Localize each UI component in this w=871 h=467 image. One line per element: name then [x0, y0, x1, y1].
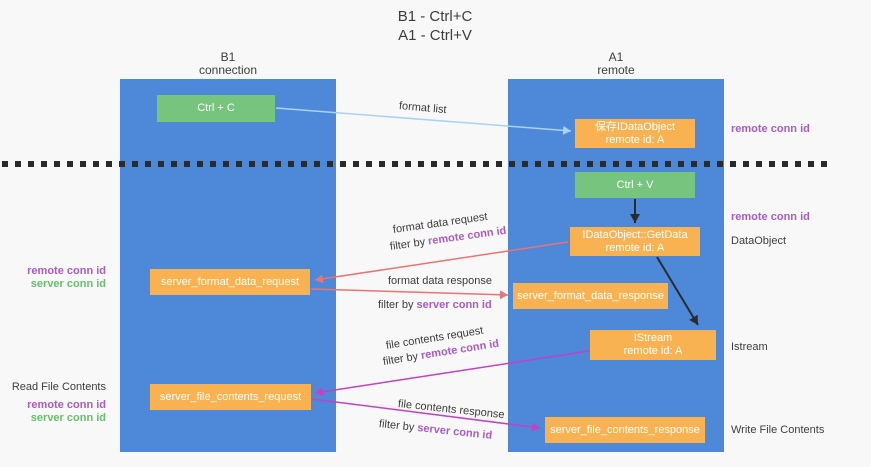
- diagram-title-line1: B1 - Ctrl+C: [397, 8, 473, 25]
- annotation-read-file-contents: Read File Contents: [11, 381, 106, 393]
- annotation-server-conn-id-left2: server conn id: [30, 412, 106, 424]
- arrow-format-data-request: [314, 241, 569, 284]
- arrow-getdata-to-istream: [656, 256, 699, 326]
- filter-prefix-2: filter by: [378, 299, 417, 311]
- edge-label-format-data-response: format data response: [388, 275, 492, 287]
- diagram-title: B1 - Ctrl+C A1 - Ctrl+V: [335, 7, 535, 45]
- node-istream: IStream remote id: A: [590, 330, 716, 360]
- node-format-response-label: server_format_data_response: [517, 289, 664, 302]
- node-getdata-line2: remote id: A: [605, 241, 665, 254]
- node-ctrl-v: Ctrl + V: [575, 172, 695, 198]
- lane-b1-subtitle: connection: [198, 63, 258, 77]
- node-server-format-data-response: server_format_data_response: [513, 283, 668, 309]
- lane-a1-title: A1: [608, 50, 624, 64]
- edge-label-filter-server-1: filter by server conn id: [378, 299, 492, 311]
- node-format-request-label: server_format_data_request: [160, 275, 300, 288]
- lane-header-a1: A1 remote: [546, 51, 686, 77]
- node-file-response-label: server_file_contents_response: [550, 423, 700, 436]
- node-ctrl-v-label: Ctrl + V: [616, 178, 654, 191]
- node-file-request-label: server_file_contents_request: [159, 390, 302, 403]
- annotation-istream: Istream: [731, 341, 768, 353]
- node-server-file-contents-request: server_file_contents_request: [150, 384, 311, 410]
- node-istream-line2: remote id: A: [623, 345, 683, 357]
- node-server-file-contents-response: server_file_contents_response: [545, 417, 705, 443]
- annotation-remote-conn-id-top: remote conn id: [731, 123, 810, 135]
- node-ctrl-c: Ctrl + C: [157, 95, 275, 122]
- annotation-write-file-contents: Write File Contents: [731, 424, 825, 436]
- node-save-idataobject-line2: remote id: A: [605, 133, 665, 146]
- diagram-title-line2: A1 - Ctrl+V: [398, 27, 472, 44]
- node-getdata-line1: IDataObject::GetData: [582, 228, 688, 241]
- annotation-remote-conn-id-mid: remote conn id: [731, 211, 810, 223]
- annotation-dataobject: DataObject: [731, 235, 787, 247]
- node-save-idataobject: 保存IDataObject remote id: A: [575, 119, 695, 148]
- node-save-idataobject-line1: 保存IDataObject: [594, 120, 676, 133]
- lane-header-b1: B1 connection: [158, 51, 298, 77]
- lane-a1-subtitle: remote: [597, 63, 635, 77]
- arrow-file-contents-response: [311, 398, 541, 432]
- annotation-server-conn-id-left1: server conn id: [30, 278, 106, 290]
- arrow-format-list: [275, 107, 572, 135]
- node-server-format-data-request: server_format_data_request: [150, 269, 310, 295]
- arrow-file-contents-request: [314, 350, 590, 397]
- arrow-format-data-response: [310, 288, 509, 300]
- annotation-remote-conn-id-left2: remote conn id: [27, 399, 106, 411]
- filter-id-2: server conn id: [416, 299, 492, 311]
- annotation-remote-conn-id-left1: remote conn id: [27, 265, 106, 277]
- node-istream-line1: IStream: [633, 332, 673, 344]
- node-idataobject-getdata: IDataObject::GetData remote id: A: [570, 227, 700, 256]
- node-ctrl-c-label: Ctrl + C: [197, 102, 235, 114]
- lane-b1-title: B1: [220, 50, 236, 64]
